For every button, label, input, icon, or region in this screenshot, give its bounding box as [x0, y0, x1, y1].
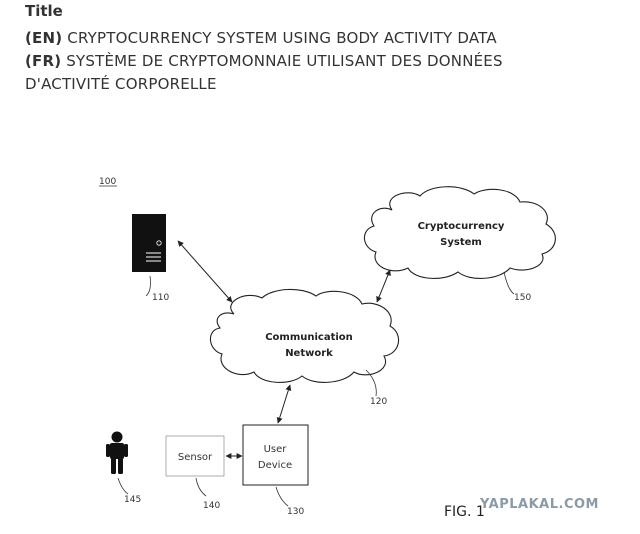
french-title-text-line2: D'ACTIVITÉ CORPORELLE: [25, 75, 217, 93]
crypto-label-line1: Cryptocurrency: [418, 221, 505, 232]
sensor-box: Sensor: [165, 435, 225, 477]
network-label-line1: Communication: [265, 332, 353, 343]
crypto-network-arrow: [376, 269, 391, 303]
patent-header: Title (EN) CRYPTOCURRENCY SYSTEM USING B…: [25, 2, 597, 96]
section-title: Title: [25, 2, 63, 20]
device-ref-label: 130: [287, 507, 304, 517]
network-ref-label: 120: [370, 397, 387, 407]
server-ref-label: 110: [152, 293, 169, 303]
french-title-line2: D'ACTIVITÉ CORPORELLE: [25, 73, 597, 96]
sensor-ref-label: 140: [203, 501, 220, 511]
crypto-label-line2: System: [440, 237, 482, 248]
person-icon: [106, 431, 128, 474]
communication-network-cloud: Communication Network: [209, 288, 400, 383]
device-leader-line: [275, 486, 289, 507]
server-leader-line: [145, 275, 151, 297]
french-title: (FR) SYSTÈME DE CRYPTOMONNAIE UTILISANT …: [25, 50, 597, 73]
english-title-text: CRYPTOCURRENCY SYSTEM USING BODY ACTIVIT…: [67, 29, 497, 47]
french-title-text-line1: SYSTÈME DE CRYPTOMONNAIE UTILISANT DES D…: [66, 52, 503, 70]
server-icon: [132, 214, 166, 272]
english-title: (EN) CRYPTOCURRENCY SYSTEM USING BODY AC…: [25, 27, 597, 50]
watermark-text: YAPLAKAL.COM: [479, 497, 599, 512]
french-lang-tag: (FR): [25, 52, 62, 70]
user-device-box: User Device: [242, 424, 309, 486]
network-leader-line: [365, 369, 377, 397]
network-label-line2: Network: [285, 348, 333, 359]
english-lang-tag: (EN): [25, 29, 63, 47]
network-device-arrow: [276, 384, 292, 424]
crypto-ref-label: 150: [514, 293, 531, 303]
device-label-line1: User: [264, 444, 288, 455]
person-ref-label: 145: [124, 495, 141, 505]
crypto-leader-line: [503, 271, 515, 295]
device-label-line2: Device: [258, 460, 292, 471]
cryptocurrency-system-cloud: Cryptocurrency System: [363, 186, 556, 279]
server-network-arrow: [177, 240, 233, 303]
system-ref-label: 100: [99, 177, 116, 187]
person-leader-line: [117, 477, 129, 495]
figure-label: FIG. 1: [444, 504, 485, 520]
sensor-leader-line: [195, 477, 207, 497]
sensor-label: Sensor: [178, 452, 213, 463]
